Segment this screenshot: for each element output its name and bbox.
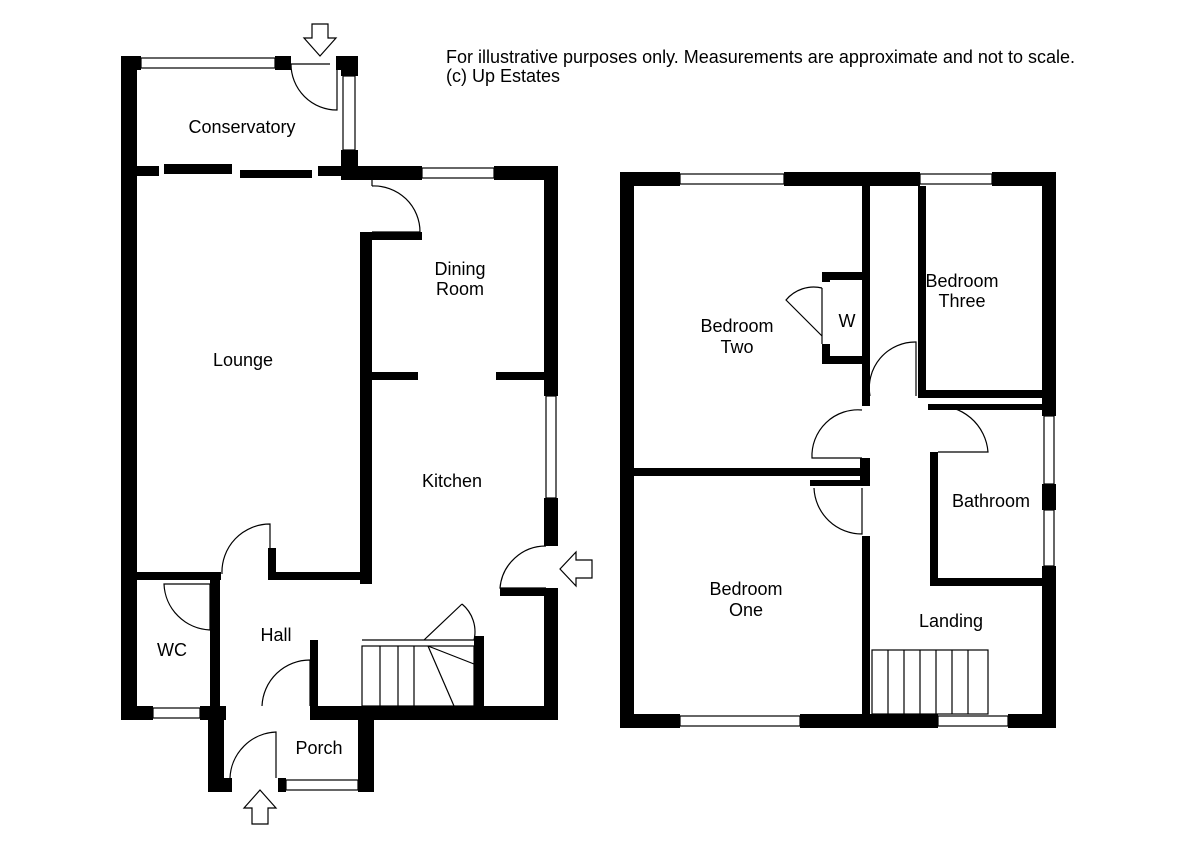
first-floor-windows xyxy=(679,173,1055,727)
room-label-bathroom: Bathroom xyxy=(952,491,1030,511)
ground-floor-stairs xyxy=(361,639,475,707)
entrance-arrow-icon xyxy=(242,23,593,825)
first-floor: Bedroom Two W Bedroom Three Bathroom Bed… xyxy=(620,172,1056,728)
room-label-hall: Hall xyxy=(260,625,291,645)
room-label-landing: Landing xyxy=(919,611,983,631)
copyright-text: (c) Up Estates xyxy=(446,66,561,86)
first-floor-walls xyxy=(620,172,1056,728)
ground-floor-walls xyxy=(121,56,558,792)
ground-floor-windows xyxy=(140,57,557,791)
room-label-kitchen: Kitchen xyxy=(422,471,482,491)
room-label-conservatory: Conservatory xyxy=(188,117,295,137)
room-label-dining-2: Room xyxy=(436,279,484,299)
room-label-wardrobe: W xyxy=(839,311,856,331)
room-label-dining-1: Dining xyxy=(434,259,485,279)
room-label-bedroom-two-1: Bedroom xyxy=(700,316,773,336)
ground-floor-doors xyxy=(163,63,547,779)
first-floor-stairs xyxy=(871,649,989,715)
disclaimer-text: For illustrative purposes only. Measurem… xyxy=(446,47,1075,67)
room-label-bedroom-one-2: One xyxy=(729,600,763,620)
room-label-porch: Porch xyxy=(295,738,342,758)
room-label-bedroom-two-2: Two xyxy=(720,337,753,357)
room-label-bedroom-three-1: Bedroom xyxy=(925,271,998,291)
room-label-lounge: Lounge xyxy=(213,350,273,370)
room-label-wc: WC xyxy=(157,640,187,660)
room-label-bedroom-one-1: Bedroom xyxy=(709,579,782,599)
room-label-bedroom-three-2: Three xyxy=(938,291,985,311)
disclaimer-note: For illustrative purposes only. Measurem… xyxy=(446,48,1075,86)
ground-floor: Conservatory Dining Room Lounge Kitchen … xyxy=(121,23,593,825)
first-floor-doors xyxy=(785,286,989,535)
